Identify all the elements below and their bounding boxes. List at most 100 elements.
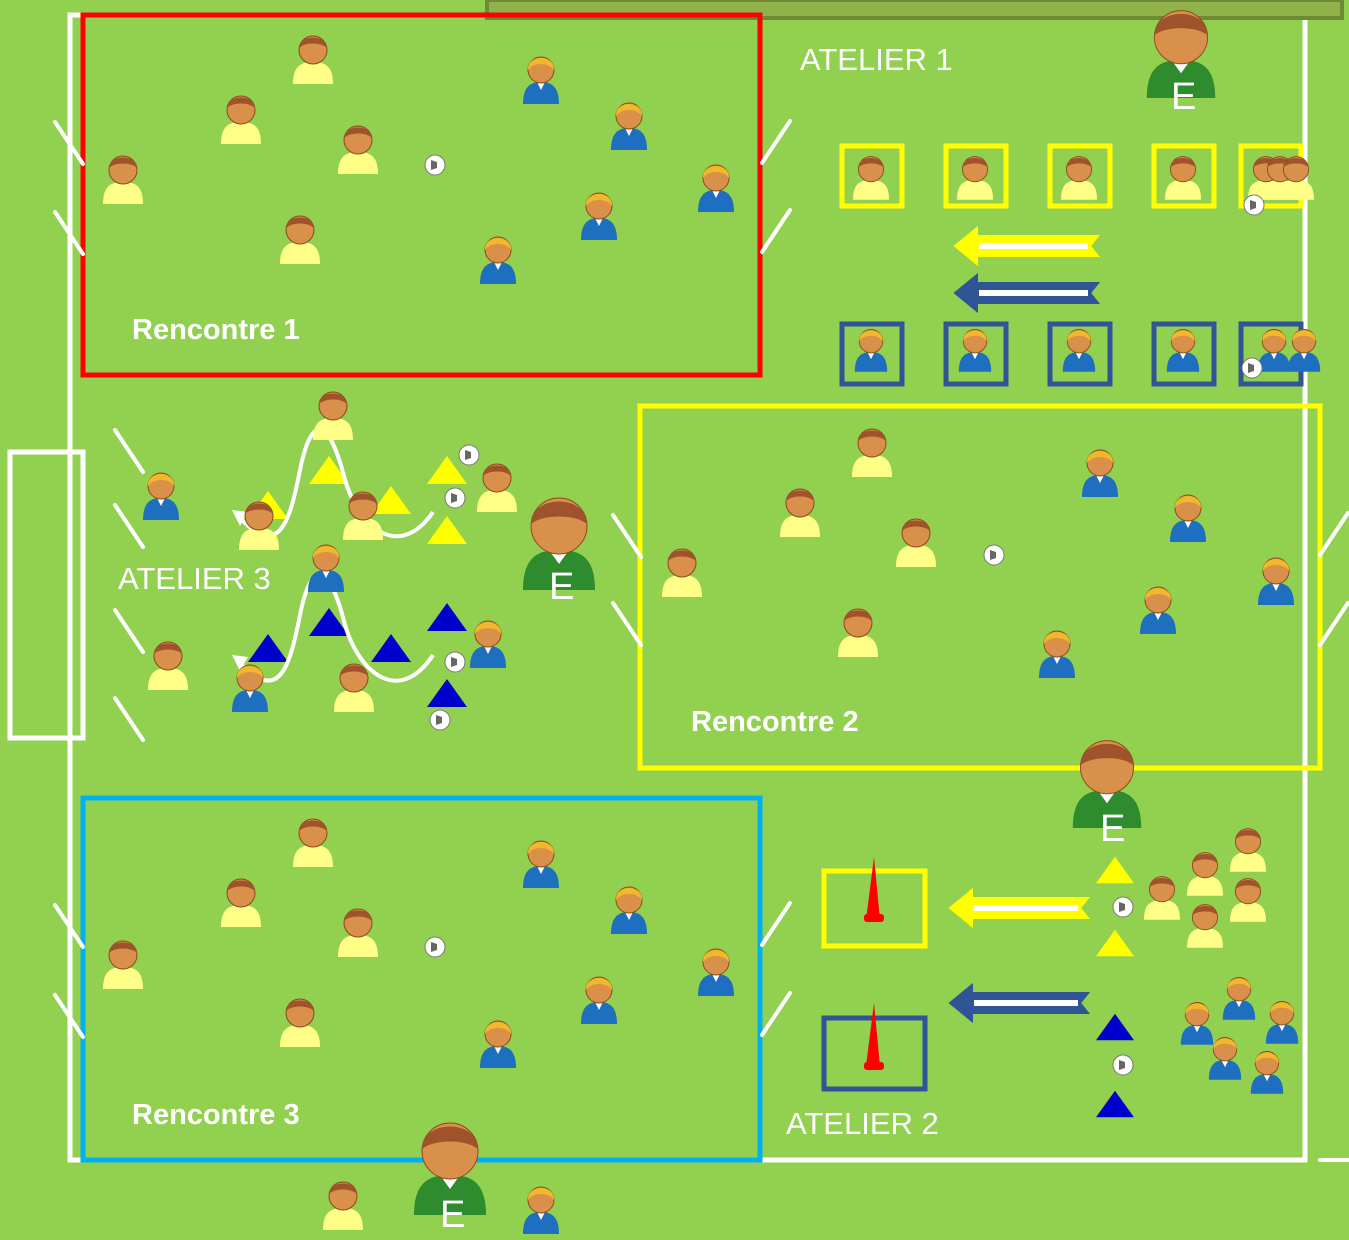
player-yellow-icon [1230, 879, 1266, 922]
player-yellow-icon [148, 642, 188, 690]
cone-icon [1096, 857, 1134, 884]
ball-icon [1242, 358, 1262, 378]
player-yellow-icon [853, 157, 889, 200]
player-yellow-icon [1144, 877, 1180, 920]
player-yellow-icon [221, 879, 261, 927]
cone-icon [1096, 1091, 1134, 1118]
player-yellow-icon [338, 909, 378, 957]
rencontre-2-label: Rencontre 2 [691, 706, 859, 739]
player-yellow-icon [1187, 905, 1223, 948]
mini-goal-post [613, 603, 641, 645]
cone-icon [427, 679, 467, 707]
ball-icon [984, 545, 1004, 565]
mini-goal-post [762, 121, 790, 163]
player-yellow-icon [957, 157, 993, 200]
ball-icon [1244, 195, 1264, 215]
player-yellow-icon [334, 664, 374, 712]
player-yellow-icon [1165, 157, 1201, 200]
player-blue-icon [1170, 495, 1206, 542]
player-yellow-icon [477, 464, 517, 512]
cone-icon [1096, 930, 1134, 957]
player-yellow-icon [780, 489, 820, 537]
player-blue-icon [523, 841, 559, 888]
cone-icon [371, 486, 411, 514]
cone-icon [1096, 1014, 1134, 1041]
ball-icon [425, 937, 445, 957]
ball-icon [425, 155, 445, 175]
mini-goal-post [1320, 513, 1348, 555]
player-yellow-icon [221, 96, 261, 144]
player-blue-icon [1258, 330, 1290, 372]
player-yellow-icon [293, 819, 333, 867]
atelier-2-label: ATELIER 2 [786, 1106, 939, 1142]
player-blue-icon [232, 665, 268, 712]
player-blue-icon [480, 237, 516, 284]
atelier-3-label: ATELIER 3 [118, 561, 271, 597]
player-blue-icon [581, 193, 617, 240]
player-blue-icon [959, 330, 991, 372]
pole-icon [866, 1003, 880, 1066]
player-yellow-icon [662, 549, 702, 597]
player-yellow-icon [293, 36, 333, 84]
player-blue-icon [480, 1021, 516, 1068]
player-blue-icon [611, 887, 647, 934]
player-blue-icon [143, 473, 179, 520]
player-blue-icon [1209, 1038, 1241, 1080]
player-yellow-icon [313, 392, 353, 440]
player-yellow-icon [323, 1182, 363, 1230]
coach-letter: E [1171, 76, 1196, 119]
player-blue-icon [1251, 1052, 1283, 1094]
pole-base [864, 1062, 884, 1070]
mini-goal-post [762, 993, 790, 1035]
pole-icon [866, 857, 880, 920]
mini-goal-post [115, 430, 143, 472]
atelier-2-yellow-arrow-inner [974, 905, 1078, 911]
atelier-2-blue-arrow-inner [974, 1000, 1078, 1006]
rencontre-3-label: Rencontre 3 [132, 1099, 300, 1132]
cone-icon [427, 516, 467, 544]
ball-icon [430, 710, 450, 730]
player-blue-icon [1288, 330, 1320, 372]
player-blue-icon [523, 57, 559, 104]
ball-icon [1113, 1055, 1133, 1075]
player-yellow-icon [896, 519, 936, 567]
pole-base [864, 914, 884, 922]
player-yellow-icon [280, 999, 320, 1047]
mini-goal-post [115, 698, 143, 740]
player-yellow-icon [280, 216, 320, 264]
coach-letter: E [549, 566, 574, 609]
player-blue-icon [1167, 330, 1199, 372]
rencontre-1-label: Rencontre 1 [132, 314, 300, 347]
ball-icon [1113, 897, 1133, 917]
mini-goal-post [115, 610, 143, 652]
player-yellow-icon [343, 492, 383, 540]
mini-goal-post [762, 210, 790, 252]
player-yellow-icon [338, 126, 378, 174]
player-blue-icon [581, 977, 617, 1024]
player-yellow-icon [103, 156, 143, 204]
coach-letter: E [1100, 808, 1125, 851]
player-blue-icon [1039, 631, 1075, 678]
cone-icon [427, 603, 467, 631]
atelier-1-yellow-arrow-inner [979, 243, 1088, 249]
player-blue-icon [698, 949, 734, 996]
player-blue-icon [470, 621, 506, 668]
player-blue-icon [611, 103, 647, 150]
ball-icon [445, 488, 465, 508]
player-blue-icon [855, 330, 887, 372]
player-blue-icon [1258, 558, 1294, 605]
player-yellow-icon [1187, 853, 1223, 896]
player-yellow-icon [1230, 829, 1266, 872]
player-blue-icon [1266, 1002, 1298, 1044]
player-yellow-icon [103, 941, 143, 989]
player-blue-icon [1223, 978, 1255, 1020]
ball-icon [459, 445, 479, 465]
ball-icon [445, 652, 465, 672]
player-blue-icon [523, 1187, 559, 1234]
player-blue-icon [698, 165, 734, 212]
player-blue-icon [1181, 1003, 1213, 1045]
cone-icon [248, 634, 288, 662]
player-blue-icon [1140, 587, 1176, 634]
